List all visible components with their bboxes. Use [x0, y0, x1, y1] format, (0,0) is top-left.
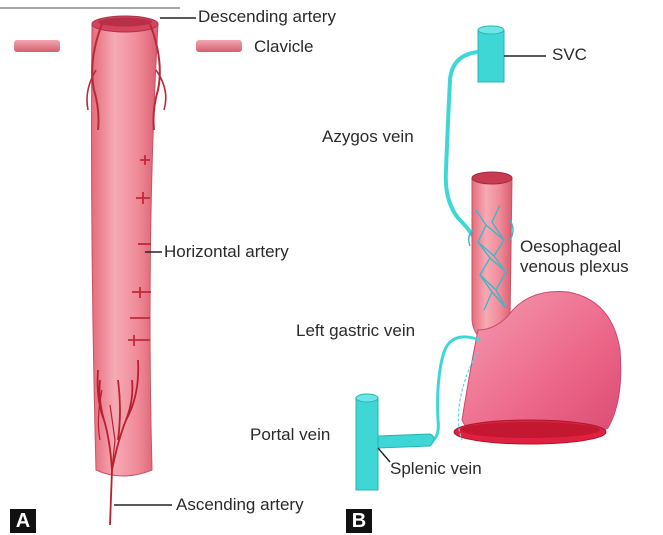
label-oesophageal-line2: venous plexus [520, 258, 629, 277]
label-clavicle: Clavicle [254, 38, 314, 57]
label-splenic-vein: Splenic vein [390, 460, 482, 479]
clavicle-right [196, 40, 242, 52]
panel-a-oesophagus [14, 16, 242, 525]
label-portal-vein: Portal vein [250, 426, 330, 445]
label-left-gastric-vein: Left gastric vein [296, 322, 415, 341]
splenic-vein [378, 434, 434, 448]
label-azygos-vein: Azygos vein [322, 128, 414, 147]
label-oesophageal-line1: Oesophageal [520, 238, 621, 257]
panel-label-a: A [10, 509, 36, 533]
label-ascending-artery: Ascending artery [176, 496, 304, 515]
label-horizontal-artery: Horizontal artery [164, 243, 289, 262]
oesophagus-b [472, 178, 512, 338]
clavicle-left [14, 40, 60, 52]
svc-vessel [478, 30, 504, 82]
portal-vein [356, 398, 378, 490]
label-descending-artery: Descending artery [198, 8, 336, 27]
panel-label-b: B [346, 509, 372, 533]
label-svc: SVC [552, 46, 587, 65]
